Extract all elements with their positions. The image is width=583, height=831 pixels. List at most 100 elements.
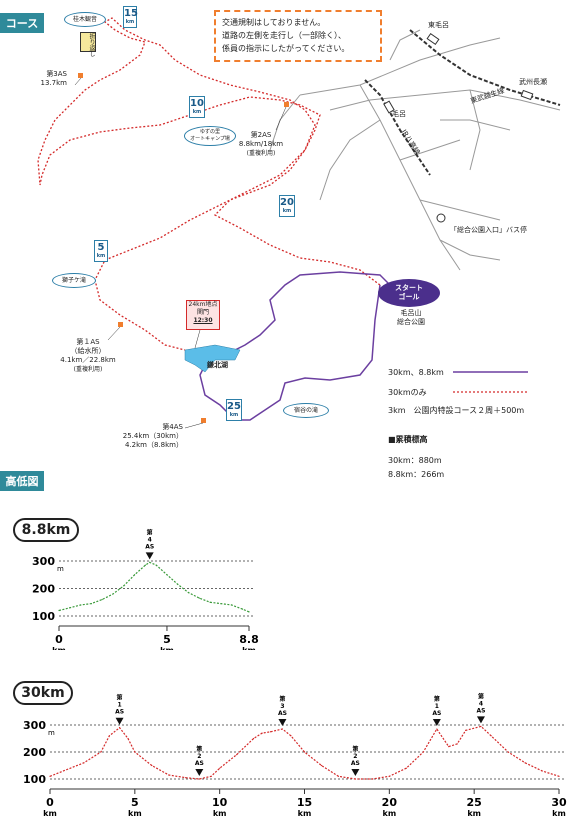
- elevation-point: [480, 725, 482, 727]
- elevation-point: [168, 774, 170, 776]
- higashi-moro-station-icon: [426, 32, 440, 46]
- notice-line-2: 道路の左側を走行し（一部除く）、: [222, 31, 346, 40]
- as-marker-icon: [278, 719, 287, 727]
- elevation-point: [241, 608, 244, 610]
- elevation-point: [558, 775, 560, 777]
- as-marker-icon: [195, 769, 204, 776]
- elevation-point: [58, 609, 60, 612]
- elevation-point: [261, 732, 263, 734]
- chart-30km-title: 30km: [13, 681, 73, 705]
- elevation-point: [198, 597, 200, 599]
- elevation-point: [49, 775, 51, 777]
- elevation-point: [209, 601, 211, 603]
- x-unit-label: km: [213, 809, 227, 818]
- elevation-point: [66, 768, 68, 771]
- elevation-line: [58, 561, 250, 613]
- y-unit-label: m: [48, 729, 55, 737]
- elevation-point: [231, 604, 233, 606]
- traffic-notice: 交通規制はしておりません。 道路の左側を走行し（一部除く）、 係員の指示にしたが…: [214, 10, 382, 62]
- x-tick-label: 25: [467, 796, 482, 809]
- elevation-point: [69, 607, 71, 609]
- elevation-point: [210, 775, 212, 777]
- kamakita-lake-label: 鎌北湖: [207, 361, 228, 369]
- elevation-point: [465, 729, 467, 731]
- elevation-point: [90, 603, 92, 605]
- y-tick-label: 100: [32, 610, 55, 623]
- y-tick-label: 100: [23, 773, 46, 786]
- elevation-point: [269, 731, 272, 733]
- elevation-point: [388, 775, 390, 777]
- elevation-point: [166, 574, 168, 576]
- climb-30km: 30km：880m: [388, 456, 442, 465]
- elevation-point: [541, 770, 543, 772]
- legend-30only: 30kmのみ: [388, 388, 427, 397]
- elevation-point: [290, 735, 292, 737]
- elevation-point: [253, 737, 255, 740]
- x-tick-label: 5: [163, 633, 171, 646]
- course-header: コース: [0, 13, 44, 33]
- bus-stop-label: 「総合公園入口」バス停: [450, 226, 527, 234]
- elevation-point: [236, 754, 238, 756]
- shukuya-falls-label: 宿谷の滝: [283, 403, 329, 418]
- elevation-point: [151, 764, 153, 767]
- turnaround-label: 折り返し: [80, 32, 96, 57]
- elevation-chart-8km: 100200300m0km5km8.8km第4AS: [32, 528, 259, 650]
- as-marker-icon: [432, 719, 441, 727]
- elevation-point: [108, 735, 110, 737]
- elevation-point: [320, 764, 323, 767]
- elevation-point: [149, 561, 151, 563]
- legend-park: 3km 公園内特設コース２周＋500m: [388, 406, 525, 415]
- as-marker-icon: [476, 716, 485, 724]
- x-unit-label: km: [383, 809, 397, 818]
- x-tick-label: 20: [382, 796, 398, 809]
- as-marker-icon: [115, 717, 124, 725]
- elevation-point: [490, 735, 492, 737]
- as-marker-icon: [145, 552, 154, 560]
- moro-label: 毛呂: [392, 110, 406, 118]
- x-unit-label: km: [52, 646, 66, 650]
- x-unit-label: km: [160, 646, 174, 650]
- x-unit-label: km: [552, 809, 566, 818]
- elevation-point: [198, 778, 200, 780]
- elevation-point: [134, 751, 136, 753]
- bushu-station-icon: [520, 89, 534, 101]
- y-unit-label: m: [57, 565, 64, 573]
- as-marker-icon: [351, 769, 360, 776]
- elevation-point: [79, 604, 82, 606]
- elevation-point: [123, 585, 125, 587]
- start-goal-badge: スタートゴール: [378, 279, 440, 307]
- legend-both: 30km、8.8km: [388, 368, 444, 377]
- elevation-point: [507, 751, 509, 753]
- as3-marker: [78, 73, 83, 78]
- elevation-line: [49, 725, 560, 780]
- x-tick-label: 8.8: [239, 633, 259, 646]
- y-tick-label: 300: [23, 719, 46, 732]
- bushu-nagase-label: 武州長瀬: [519, 78, 547, 86]
- x-unit-label: km: [298, 809, 312, 818]
- elevation-point: [524, 762, 526, 764]
- y-tick-label: 300: [32, 555, 55, 568]
- y-tick-label: 200: [23, 746, 46, 759]
- y-tick-label: 200: [32, 583, 55, 596]
- elevation-point: [144, 564, 146, 566]
- elevation-point: [422, 751, 424, 753]
- x-tick-label: 0: [55, 633, 63, 646]
- elevation-point: [187, 592, 190, 594]
- roads: [269, 29, 561, 271]
- elevation-point: [220, 603, 222, 605]
- elevation-point: [112, 593, 114, 595]
- chart-8km-title: 8.8km: [13, 518, 79, 542]
- elevation-point: [118, 727, 121, 729]
- elevation-point: [83, 762, 85, 764]
